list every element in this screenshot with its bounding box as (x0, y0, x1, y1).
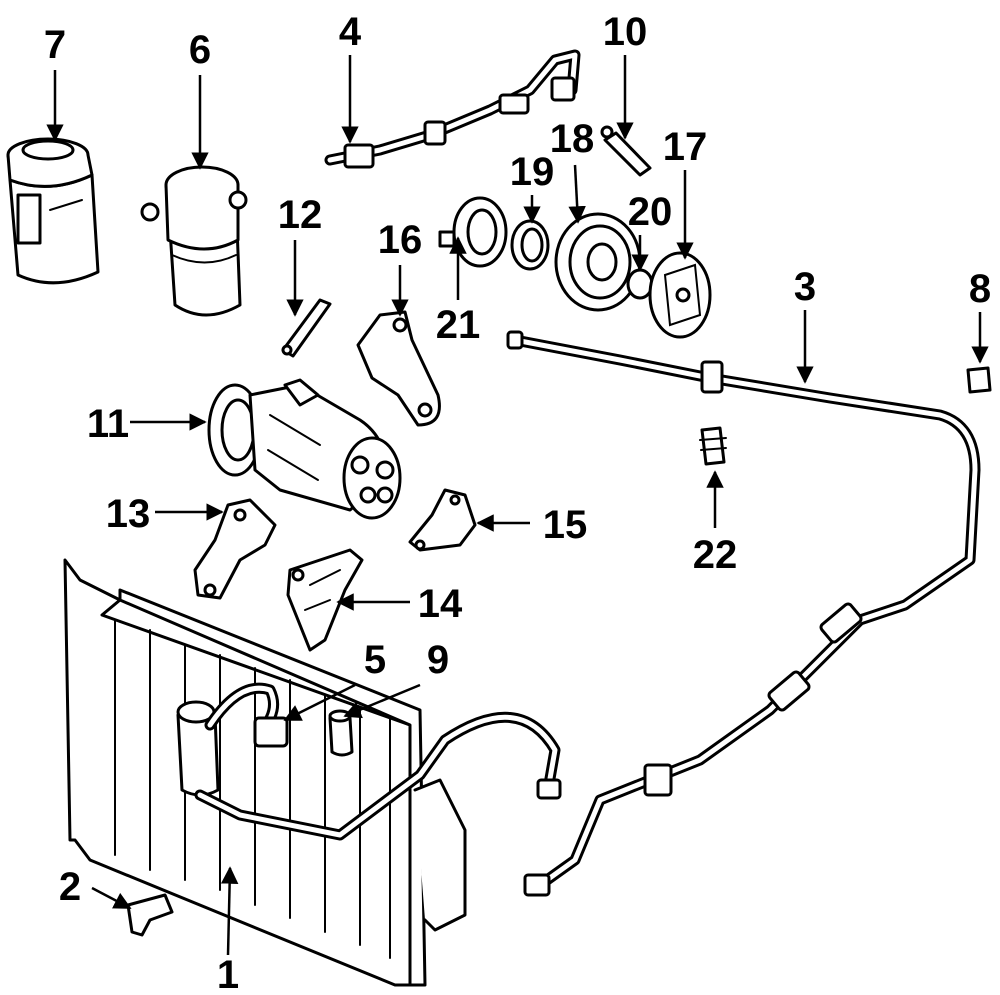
part-4-hose (324, 49, 581, 169)
callout-8: 8 (969, 267, 991, 311)
callout-13: 13 (106, 492, 151, 536)
part-11-compressor (207, 378, 402, 520)
part-10-valve (600, 125, 652, 177)
callout-17: 17 (663, 125, 708, 169)
condenser-lines (194, 711, 562, 841)
callout-20: 20 (628, 190, 673, 234)
callout-3: 3 (794, 265, 816, 309)
part-2-clip (126, 893, 174, 937)
callout-2: 2 (59, 865, 81, 909)
part-9-switch (328, 709, 354, 757)
callout-15: 15 (543, 503, 588, 547)
part-15-bracket (408, 488, 477, 552)
callout-6: 6 (189, 28, 211, 72)
part-7-accumulator (6, 137, 100, 285)
part-20-ring (626, 268, 654, 300)
part-14-bracket (286, 548, 364, 652)
callout-7: 7 (44, 23, 66, 67)
part-13-bracket (193, 498, 277, 600)
callout-18: 18 (550, 117, 595, 161)
part-19-ring (510, 219, 550, 271)
part-12-bracket (281, 298, 332, 358)
callout-21: 21 (436, 303, 481, 347)
callout-10: 10 (603, 10, 648, 54)
callout-5: 5 (364, 638, 386, 682)
callouts: 7 6 4 10 12 16 18 19 17 20 21 3 8 11 13 … (44, 10, 991, 995)
part-16-bracket (356, 310, 441, 427)
callout-9: 9 (427, 638, 449, 682)
part-18-pulley (554, 212, 642, 312)
part-17-clutch-plate (648, 251, 712, 339)
callout-11: 11 (87, 402, 129, 446)
part-22-fitting (699, 426, 727, 466)
part-21-coil (438, 196, 508, 268)
part-6-drier (140, 165, 248, 317)
callout-19: 19 (510, 150, 555, 194)
callout-22: 22 (693, 533, 738, 577)
callout-14: 14 (418, 582, 463, 626)
callout-16: 16 (378, 218, 423, 262)
callout-1: 1 (217, 953, 239, 995)
callout-4: 4 (339, 10, 362, 54)
part-3-liquid-line (506, 330, 981, 897)
part-1-condenser (63, 558, 467, 987)
leader-lines (46, 55, 989, 956)
part-8-fitting (966, 366, 992, 394)
callout-12: 12 (278, 193, 323, 237)
